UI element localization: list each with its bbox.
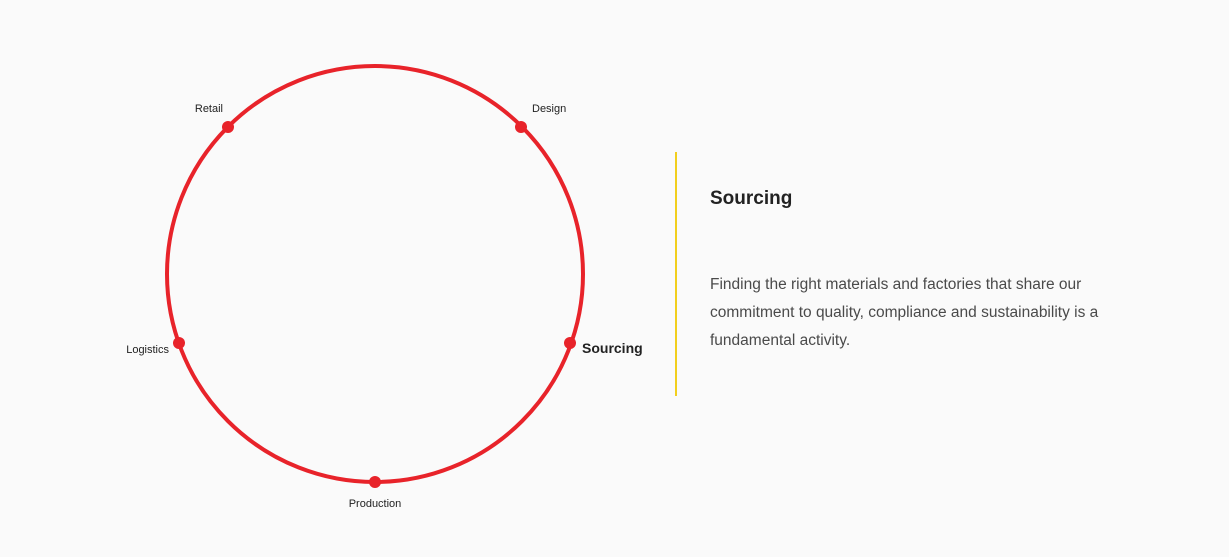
- stage-detail-panel: Sourcing Finding the right materials and…: [675, 152, 1137, 396]
- stage-dot-sourcing[interactable]: [564, 337, 576, 349]
- stage-label-design[interactable]: Design: [532, 103, 566, 115]
- stage-label-production[interactable]: Production: [349, 498, 402, 510]
- stage-detail-title: Sourcing: [710, 188, 793, 209]
- stage-label-sourcing[interactable]: Sourcing: [582, 340, 643, 356]
- stage-dot-design[interactable]: [515, 121, 527, 133]
- stage-dot-logistics[interactable]: [173, 337, 185, 349]
- stage-label-retail[interactable]: Retail: [195, 103, 223, 115]
- cycle-diagram: Design Sourcing Production Logistics Ret…: [126, 64, 643, 510]
- stage-dot-retail[interactable]: [222, 121, 234, 133]
- stage-dot-production[interactable]: [369, 476, 381, 488]
- stage-detail-description: Finding the right materials and factorie…: [710, 276, 1099, 349]
- stage-label-logistics[interactable]: Logistics: [126, 344, 169, 356]
